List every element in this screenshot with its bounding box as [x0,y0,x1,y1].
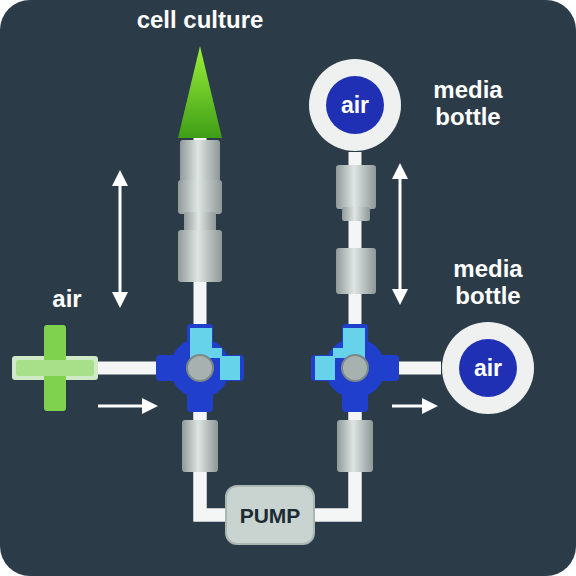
tubing [315,368,441,515]
bottle-label: media bottle [427,255,549,309]
filter-label: air [32,285,102,312]
flask-label: cell culture [110,6,290,33]
cell-culture-flask: cell culture [110,6,290,138]
pump-box: PUMP [225,485,315,545]
stopcock-valve [311,324,399,412]
pump-label: PUMP [225,485,315,545]
bottle-air-label: air [441,321,535,415]
tube-fitting [178,140,222,472]
bottle-air-label: air [308,58,402,152]
media-bottle: airmedia bottle [441,321,535,415]
tube-fitting [336,165,376,472]
movement-arrow [112,163,408,308]
stopcock-valve [156,324,244,412]
filter-outline [12,325,98,411]
media-bottle: airmedia bottle [308,58,402,152]
air-filter: air [12,325,98,411]
flow-arrow [98,398,438,414]
bottle-label: media bottle [408,76,528,130]
